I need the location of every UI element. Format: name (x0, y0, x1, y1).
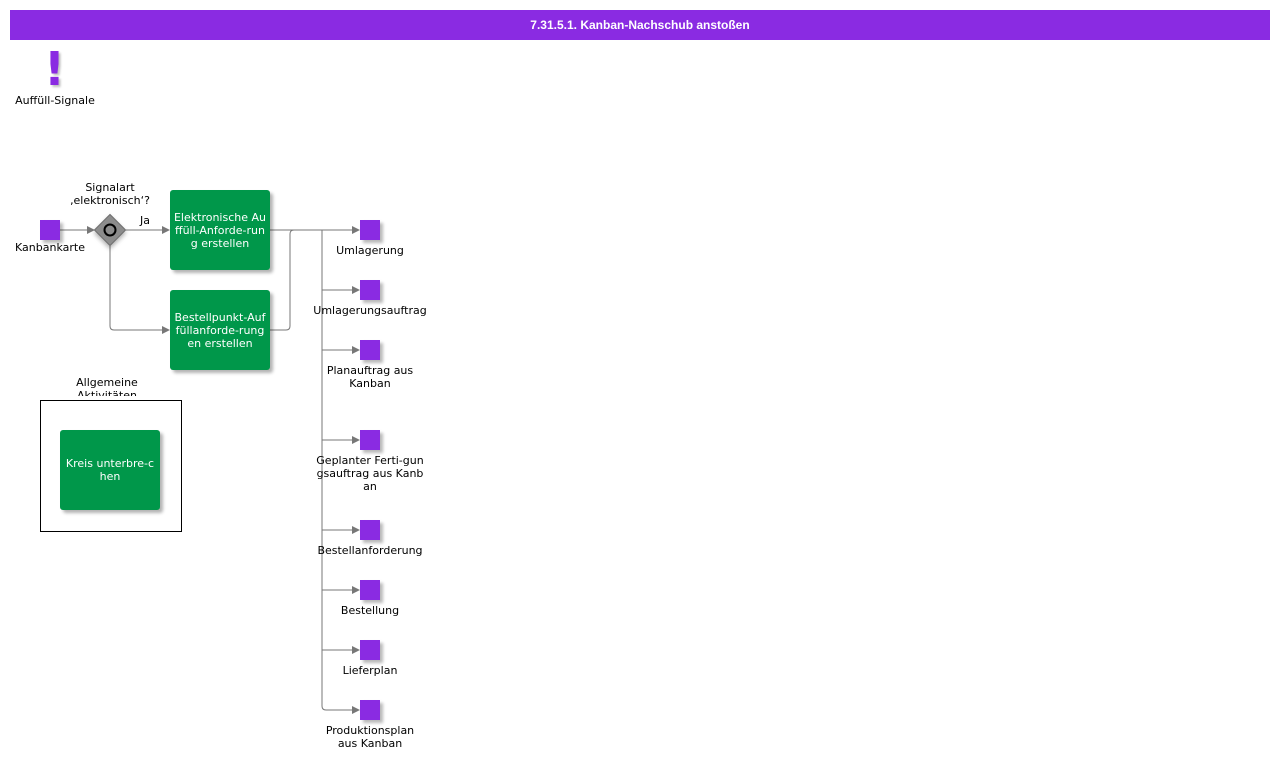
group-label: Allgemeine Aktivitäten (57, 376, 157, 396)
activity-reorder-point[interactable]: Bestellpunkt-Auffüllanforde-rungen erste… (170, 290, 270, 370)
diagram-title: 7.31.5.1. Kanban-Nachschub anstoßen (530, 18, 750, 32)
gateway-yes-label: Ja (140, 214, 150, 227)
start-event-label: Kanbankarte (15, 241, 85, 254)
activity-break-circle[interactable]: Kreis unterbre-chen (60, 430, 160, 510)
output-event-5[interactable] (360, 520, 380, 540)
output-event-4[interactable] (360, 430, 380, 450)
output-event-1[interactable] (360, 220, 380, 240)
activity-electronic-request-label: Elektronische Auffüll-Anforde-rung erste… (173, 210, 266, 250)
signal-label: Auffüll-Signale (15, 94, 95, 107)
connector-reorder-bus (270, 229, 295, 331)
output-event-7[interactable] (360, 640, 380, 660)
output-event-3[interactable] (360, 340, 380, 360)
connector-gateway-reorder (109, 246, 170, 334)
output-event-8[interactable] (360, 700, 380, 720)
output-event-6[interactable] (360, 580, 380, 600)
output-label-4: Geplanter Ferti-gungsauftrag aus Kanban (315, 454, 425, 493)
output-label-2: Umlagerungsauftrag (313, 304, 427, 317)
diagram-title-bar: 7.31.5.1. Kanban-Nachschub anstoßen (10, 10, 1270, 40)
output-event-2[interactable] (360, 280, 380, 300)
output-label-5: Bestellanforderung (317, 544, 423, 557)
gateway-question-text: Signalart ‚elektronisch‘? (70, 181, 150, 207)
output-label-8: Produktionsplan aus Kanban (315, 724, 425, 750)
output-label-8-text: Produktionsplan aus Kanban (325, 724, 415, 750)
connector-out-8 (321, 705, 360, 714)
gateway-question: Signalart ‚elektronisch‘? (55, 181, 165, 207)
output-label-3-text: Planauftrag aus Kanban (326, 364, 414, 390)
group-label-text: Allgemeine Aktivitäten (76, 376, 138, 396)
activity-reorder-point-label: Bestellpunkt-Auffüllanforde-rungen erste… (174, 310, 266, 350)
gateway-diamond (93, 213, 127, 247)
gateway-circle-icon (103, 223, 117, 237)
output-label-6: Bestellung (340, 604, 400, 617)
output-label-4-text: Geplanter Ferti-gungsauftrag aus Kanban (316, 454, 424, 493)
output-label-3: Planauftrag aus Kanban (320, 364, 420, 390)
start-event[interactable] (40, 220, 60, 240)
exclamation-icon: ! (44, 42, 65, 96)
activity-break-circle-label: Kreis unterbre-chen (65, 457, 155, 483)
output-label-1: Umlagerung (336, 244, 404, 257)
output-label-7: Lieferplan (342, 664, 398, 677)
activity-electronic-request[interactable]: Elektronische Auffüll-Anforde-rung erste… (170, 190, 270, 270)
